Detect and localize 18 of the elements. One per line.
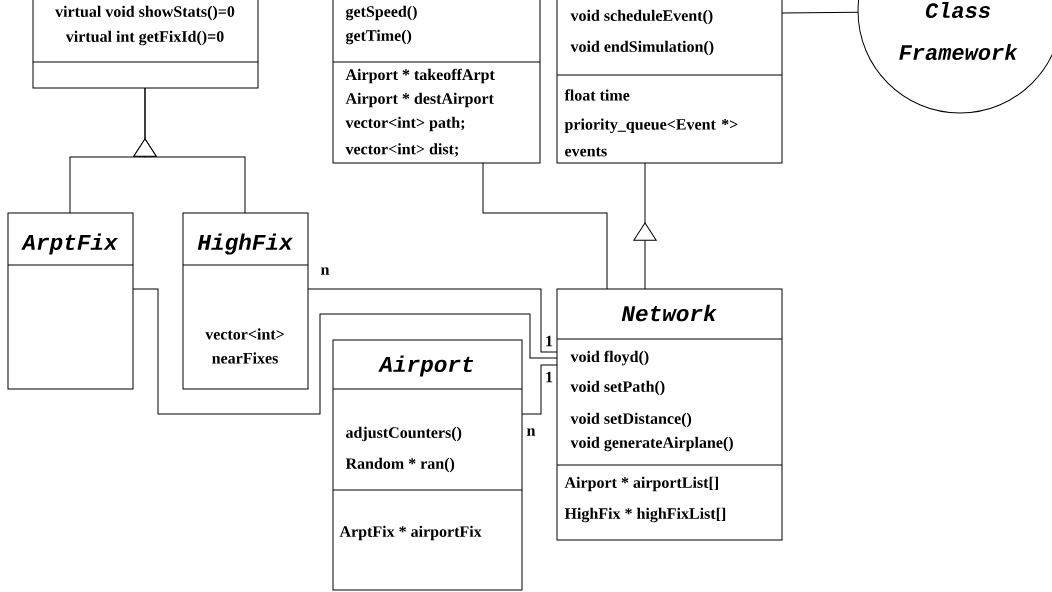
inheritance-arrow [133,87,246,214]
association-line [307,288,558,353]
association-line [521,364,558,415]
association-line [781,11,859,14]
multiplicity-label: n [527,428,536,436]
inheritance-arrow [633,162,657,290]
association-line [482,162,608,290]
class-box: virtual void showStats()=0 virtual int getFixId()=0 [32,0,259,89]
multiplicity-label: 1 [546,335,553,347]
class-box: Airport adjustCounters() Random * ran() ArptFix * airportFix [332,339,523,591]
class-box: getSpeed() getTime() Airport * takeoffArpt Airport * destAirport vector<int> path; vector<int> dist; [332,0,541,164]
multiplicity-label: n [321,267,330,275]
class-box: Network void floyd() void setPath() void setDistance() void generateAirplane() Airport * airportList[] HighFix * highFixList[] [556,288,783,541]
multiplicity-label: 1 [546,371,553,383]
class-box: void scheduleEvent() void endSimulation() float time priority_queue<Event *> events [556,0,783,164]
class-box: HighFix vector<int> nearFixes [182,212,309,390]
association-line [132,288,558,415]
class-box: ArptFix [7,212,134,390]
